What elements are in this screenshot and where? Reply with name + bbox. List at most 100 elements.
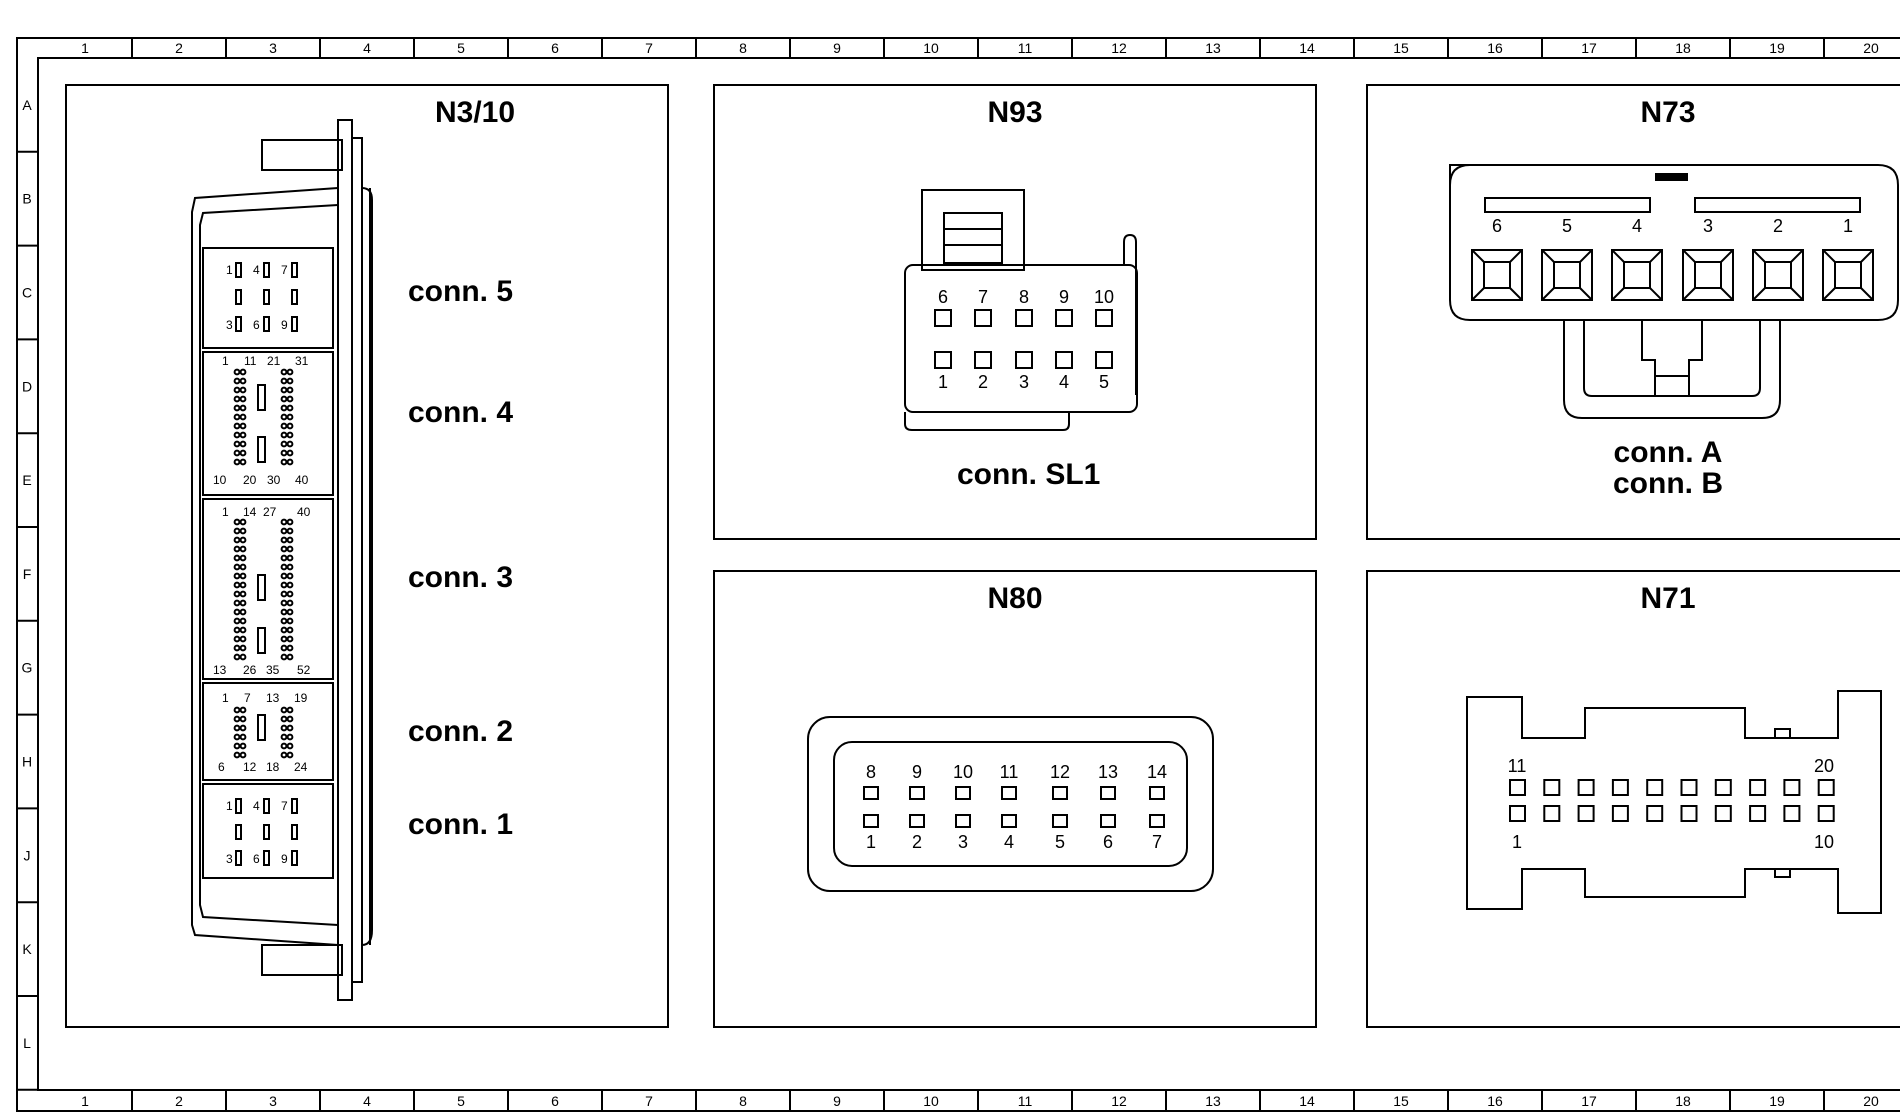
- n73-conn-a-label: conn. A: [1614, 436, 1723, 469]
- sl1-pin-label: 6: [938, 287, 948, 307]
- n71-pin: [1509, 779, 1526, 796]
- pin-dot: [286, 608, 294, 616]
- n3-10-conn2-block: 1 7 13 19 6 12 18 24: [218, 691, 308, 774]
- n3-10-conn2-pin-6: 6: [218, 760, 225, 774]
- pin-dot: [233, 581, 241, 589]
- n73-pin: [1822, 249, 1874, 301]
- pin-dot: [239, 395, 247, 403]
- n71-pin-11-label: 11: [1508, 756, 1527, 776]
- pin-dot: [233, 644, 241, 652]
- pin-dot: [239, 590, 247, 598]
- column-label: 18: [1675, 1093, 1691, 1109]
- n3-10-conn4-pin-20: 20: [243, 473, 257, 487]
- pin-dot: [280, 368, 288, 376]
- pin-dot: [286, 458, 294, 466]
- n80-pin: [955, 786, 971, 800]
- pin-dot: [286, 653, 294, 661]
- pin-dot: [286, 751, 294, 759]
- n80-pin: [1001, 814, 1017, 828]
- panel-n3-10-title: N3/10: [435, 96, 515, 129]
- n71-pin: [1577, 805, 1595, 822]
- pin-dot: [239, 449, 247, 457]
- column-label: 5: [457, 40, 465, 56]
- pin-dot: [280, 518, 288, 526]
- row-label: E: [22, 472, 31, 488]
- n3-10-conn5-pin-6: 6: [253, 318, 260, 332]
- column-label: 8: [739, 40, 747, 56]
- n71-pin-1-label: 1: [1512, 832, 1522, 852]
- n3-10-conn2-pin-12: 12: [243, 760, 257, 774]
- row-label: J: [24, 847, 31, 863]
- column-label: 4: [363, 40, 371, 56]
- pin-dot: [233, 377, 241, 385]
- column-label: 9: [833, 40, 841, 56]
- pin-dot: [280, 742, 288, 750]
- pin-dot: [286, 617, 294, 625]
- pin-dot: [233, 599, 241, 607]
- pin-dot: [280, 386, 288, 394]
- n73-pin-label: 1: [1843, 216, 1853, 236]
- pin-dot: [239, 386, 247, 394]
- n71-pin: [1509, 805, 1526, 822]
- n80-pin-label: 11: [1000, 762, 1019, 782]
- column-label: 7: [645, 1093, 653, 1109]
- pin-dot: [233, 706, 241, 714]
- sl1-pin-label: 7: [978, 287, 988, 307]
- pin-dot: [286, 422, 294, 430]
- n73-pin-inner: [1553, 261, 1581, 289]
- n80-pin-label: 8: [866, 762, 876, 782]
- pin-dot: [286, 563, 294, 571]
- n3-10-conn2-pin-13: 13: [266, 691, 280, 705]
- row-label: B: [22, 191, 31, 207]
- pin-dot: [239, 742, 247, 750]
- n71-pin: [1680, 805, 1698, 822]
- n80-connector-outer: [807, 716, 1214, 892]
- column-label: 20: [1863, 1093, 1879, 1109]
- column-label: 5: [457, 1093, 465, 1109]
- n73-pin-bevel: [1471, 249, 1523, 301]
- n3-10-conn4-pin-31: 31: [295, 354, 309, 368]
- pin-dot: [233, 518, 241, 526]
- pin-dot: [280, 644, 288, 652]
- pin-dot: [280, 599, 288, 607]
- n80-pin-label: 5: [1055, 832, 1065, 852]
- pin-dot: [280, 733, 288, 741]
- column-label: 11: [1018, 40, 1033, 56]
- n3-10-conn4-pin-30: 30: [267, 473, 281, 487]
- n80-pin-label: 9: [912, 762, 922, 782]
- n3-10-conn5-label: conn. 5: [408, 275, 513, 308]
- n80-pin-label: 1: [866, 832, 876, 852]
- n3-10-conn4-block: 1 11 21 31 10 20 30 40: [213, 354, 309, 487]
- column-label: 11: [1018, 1093, 1033, 1109]
- pin-dot: [280, 751, 288, 759]
- sl1-pin: [1055, 351, 1073, 369]
- row-label: G: [22, 660, 33, 676]
- pin-dot: [286, 395, 294, 403]
- n73-pin: [1471, 249, 1523, 301]
- n80-pin: [909, 786, 925, 800]
- pin-dot: [233, 449, 241, 457]
- pin-dot: [239, 554, 247, 562]
- column-label: 15: [1393, 1093, 1409, 1109]
- column-label: 3: [269, 40, 277, 56]
- sl1-pin-label: 9: [1059, 287, 1069, 307]
- pin-dot: [280, 653, 288, 661]
- pin-dot: [286, 413, 294, 421]
- pin-dot: [239, 536, 247, 544]
- pin-dot: [239, 377, 247, 385]
- pin-dot: [280, 449, 288, 457]
- pin-dot: [233, 527, 241, 535]
- n71-pin: [1646, 805, 1664, 822]
- pin-dot: [280, 626, 288, 634]
- n80-pin: [863, 786, 879, 800]
- n71-connector-outline: [1466, 690, 1882, 914]
- n3-10-conn1-pin-1: 1: [226, 799, 233, 813]
- n73-pin-label: 3: [1703, 216, 1713, 236]
- sl1-pin: [974, 351, 992, 369]
